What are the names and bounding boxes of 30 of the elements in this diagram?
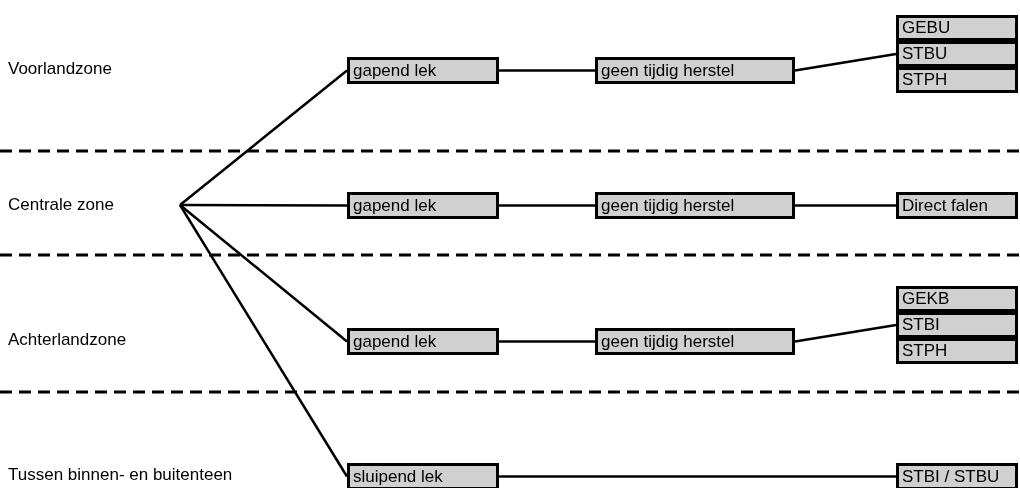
zone-label: Tussen binnen- en buitenteen [8,464,233,486]
connector-line [499,69,595,72]
zone-label: Voorlandzone [8,58,112,80]
process-box: GEBU [896,15,1018,41]
process-box: geen tijdig herstel [595,57,795,84]
zone-label: Achterlandzone [8,329,127,351]
process-box: gapend lek [347,328,499,355]
process-box: STPH [896,338,1018,364]
process-box: STBI [896,312,1018,338]
connector-line [499,475,896,478]
process-box: gapend lek [347,57,499,84]
connector-line [795,204,896,207]
process-box: sluipend lek [347,463,499,488]
process-box: Direct falen [896,192,1018,219]
process-box: STBI / STBU [896,463,1018,488]
process-box: STPH [896,67,1018,93]
connector-line [179,69,348,206]
connector-line [794,52,897,72]
process-box: GEKB [896,286,1018,312]
connector-line [179,204,348,343]
connector-line [178,204,349,478]
connector-line [180,203,347,207]
process-box: gapend lek [347,192,499,219]
zone-label: Centrale zone [8,193,180,217]
process-box: STBU [896,41,1018,67]
connector-line [499,340,595,343]
connector-line [794,323,897,343]
process-box: geen tijdig herstel [595,192,795,219]
process-box: geen tijdig herstel [595,328,795,355]
connector-line [499,204,595,207]
